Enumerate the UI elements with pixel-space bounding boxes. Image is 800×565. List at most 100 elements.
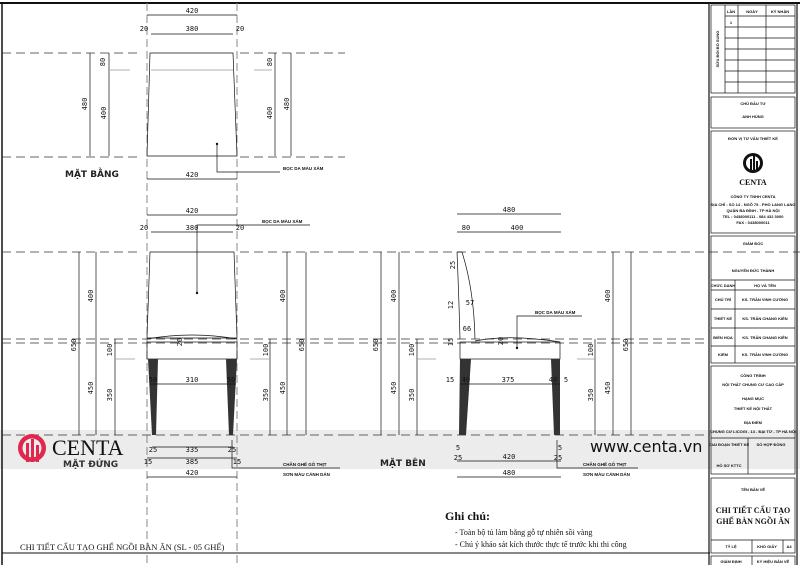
dimension-label: 400 (87, 290, 95, 303)
staff-header: CHỨC DANH (711, 283, 736, 288)
dimension-label: 20 (236, 224, 244, 232)
dimension-label: 80 (266, 58, 274, 66)
plan-view (2, 14, 345, 180)
dimension-label: 400 (511, 224, 524, 232)
paper-size: A4 (786, 544, 792, 549)
callout-finish-side: SƠN MÀU CÁNH DÁN (583, 471, 630, 477)
dimension-label: 15 (233, 458, 241, 466)
view-label-front: MẶT ĐỨNG (63, 458, 118, 470)
revision-header: NGÀY (746, 9, 758, 14)
dimension-label: 350 (408, 389, 416, 402)
dimension-label: 420 (186, 7, 199, 15)
staff-name: KS. TRẦN CHANG KIÊN (742, 316, 787, 321)
view-label-side: MẶT BÊN (380, 457, 426, 469)
watermark-url: www.centa.vn (590, 437, 702, 456)
dimension-label: 375 (502, 376, 515, 384)
dimension-label: 5 (456, 444, 460, 452)
dimension-label: 15 (447, 338, 455, 346)
dimension-label: 650 (622, 339, 630, 352)
dimension-label: 385 (186, 458, 199, 466)
dimension-label: 420 (186, 469, 199, 477)
sheet-name-label: TÊN BẢN VẼ (741, 487, 766, 492)
dimension-label: 400 (266, 107, 274, 120)
dimension-label: 420 (186, 171, 199, 179)
dimension-label: 380 (186, 224, 199, 232)
dimension-label: 650 (298, 339, 306, 352)
dimension-label: 350 (106, 389, 114, 402)
center-lines (146, 3, 238, 565)
dimension-label: 20 (497, 337, 505, 345)
company-address: QUẬN BA ĐÌNH - TP HÀ NỘI (726, 208, 779, 213)
director-name: NGUYỄN ĐỨC THÀNH (732, 268, 775, 273)
dimension-label: 66 (463, 325, 471, 333)
dimension-label: 400 (100, 107, 108, 120)
scale-label: TỶ LỆ (725, 544, 737, 549)
callout-legs-front: CHÂN GHẾ GỖ THỊT (283, 461, 327, 467)
category-label: HẠNG MỤC (742, 396, 764, 401)
dimension-label: 310 (186, 376, 199, 384)
dimension-label: 420 (503, 453, 516, 461)
dimension-label: 480 (503, 469, 516, 477)
consultant-label: ĐƠN VỊ TƯ VẤN THIẾT KẾ (728, 136, 778, 141)
owner-name: ANH HÙNG (742, 114, 764, 119)
revision-side-label: SỬA ĐỔI BỔ SUNG (715, 31, 720, 68)
dimension-label: 400 (604, 290, 612, 303)
dimension-label: 100 (408, 344, 416, 357)
dimension-label: 650 (372, 339, 380, 352)
dimension-label: 350 (262, 389, 270, 402)
front-elevation (2, 214, 345, 478)
dimension-label: 450 (390, 382, 398, 395)
category-name: THIẾT KẾ NỘI THẤT (734, 406, 773, 411)
paper-label: KHỔ GIẤY (757, 544, 777, 549)
drawing-code-label: KÝ HIỆU BẢN VẼ (757, 559, 790, 564)
company-name: CÔNG TY TNHH CENTA (731, 194, 776, 199)
dimension-label: 20 (236, 25, 244, 33)
dimension-label: 380 (186, 25, 199, 33)
staff-name: KS. TRẦN VINH CƯỜNG (742, 297, 788, 302)
stage-label: GIAI ĐOẠN THIẾT KẾ (709, 442, 750, 447)
dimension-label: 650 (70, 339, 78, 352)
dimension-labels: 420 20 380 20 80 480 400 80 400 480 420 420 20 380 20 6… (70, 7, 630, 477)
note-item: - Chú ý khảo sát kích thước thực tế trướ… (455, 540, 627, 549)
project-label: CÔNG TRÌNH (740, 373, 765, 378)
dimension-label: 350 (587, 389, 595, 402)
dimension-label: 40 (549, 376, 557, 384)
watermark-brand: CENTA (52, 435, 124, 460)
approval-label: GIÁM ĐỊNH (720, 559, 741, 564)
callout-upholstery-front: BỌC DA MÀU XÁM (262, 218, 303, 224)
company-tel: TEL : 0438000111 - 084 432 3000 (723, 214, 785, 219)
dimension-label: 20 (140, 25, 148, 33)
staff-header: HỌ VÀ TÊN (754, 283, 776, 288)
dimension-label: 400 (279, 290, 287, 303)
callout-legs-side: CHÂN GHẾ GỖ THỊT (583, 461, 627, 467)
staff-name: KS. TRẦN CHANG KIÊN (742, 335, 787, 340)
staff-role: KIỂM (718, 352, 729, 357)
dimension-label: 80 (99, 58, 107, 66)
dimension-label: 450 (279, 382, 287, 395)
dimension-label: 100 (106, 344, 114, 357)
owner-label: CHỦ ĐẦU TƯ (740, 101, 766, 106)
note-item: - Toàn bộ tủ làm bằng gỗ tự nhiên sồi và… (455, 528, 592, 537)
dimension-label: 480 (503, 206, 516, 214)
company-logo-icon (743, 153, 763, 173)
callout-upholstery-side: BỌC DA MÀU XÁM (535, 309, 576, 315)
dimension-label: 100 (587, 344, 595, 357)
dimension-label: 400 (390, 290, 398, 303)
revision-row-number: 1 (730, 20, 733, 25)
sheet-name: CHI TIẾT CẤU TẠO (716, 505, 790, 515)
dimension-label: 80 (462, 224, 470, 232)
company-address: ĐỊA CHỈ : SỐ 14 - NGÕ 75 - PHỐ LANG LANG (711, 202, 796, 207)
project-name: NỘI THẤT CHUNG CƯ CAO CẤP (722, 382, 784, 387)
staff-role: ĐIỀN HỌA (713, 335, 733, 340)
dimension-label: 20 (140, 224, 148, 232)
dimension-label: 12 (447, 301, 455, 309)
stage: HỒ SƠ KTTC (717, 463, 742, 468)
dimension-label: 40 (462, 376, 470, 384)
dimension-label: 450 (604, 382, 612, 395)
staff-role: THIẾT KẾ (714, 316, 733, 321)
dimension-label: 50 (149, 376, 157, 384)
dimension-label: 5 (558, 444, 562, 452)
centa-watermark-logo: CENTA (18, 434, 124, 462)
callout-finish-front: SƠN MÀU CÁNH DÁN (283, 471, 330, 477)
